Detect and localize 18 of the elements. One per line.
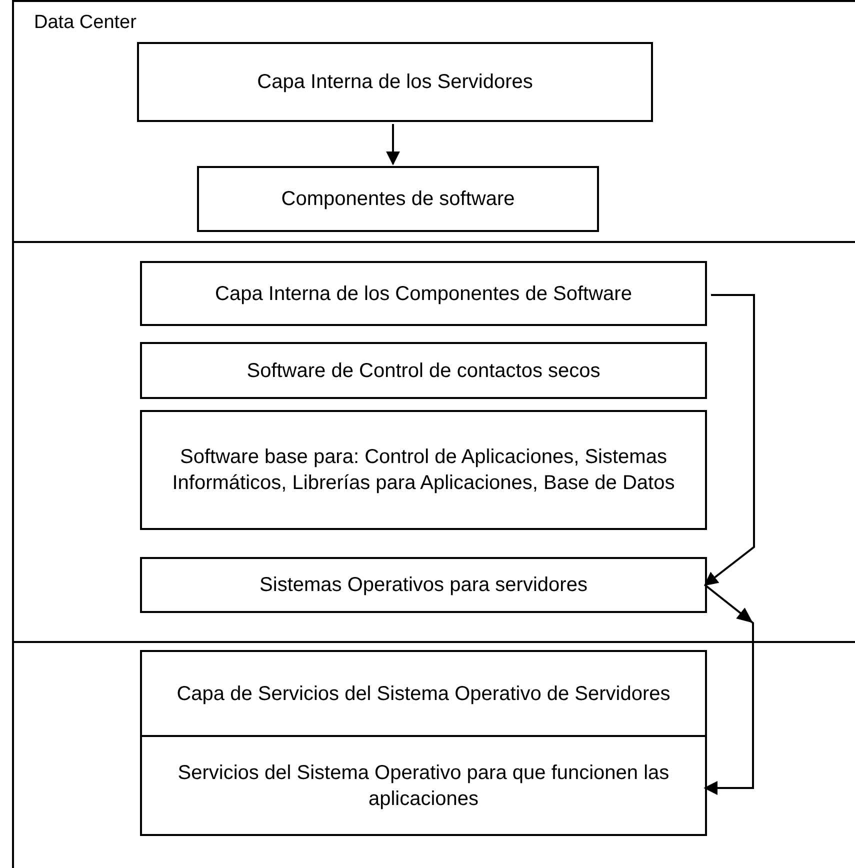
box-label: Componentes de software [281,187,515,212]
process-box [140,650,707,737]
process-box [140,261,707,326]
box-label: Software de Control de contactos secos [246,358,600,384]
box-label: Servicios del Sistema Operativo para que funcionen las aplicaciones [176,760,670,812]
layer-band [12,0,855,243]
process-box [197,166,599,232]
process-box [140,342,707,399]
process-box [140,410,707,530]
box-label: Capa Interna de los Componentes de Software [215,282,632,306]
box-label: Capa Interna de los Servidores [257,70,533,95]
box-label: Sistemas Operativos para servidores [260,573,588,598]
box-label: Software base para: Control de Aplicaciones, Sistemas Informáticos, Librerías para Aplicaciones, Base de Datos [171,445,676,496]
process-box [140,557,707,613]
process-box [137,42,653,122]
process-box [140,735,707,836]
box-label: Capa de Servicios del Sistema Operativo de Servidores [176,682,670,706]
layer-title: Data Center [34,12,136,34]
